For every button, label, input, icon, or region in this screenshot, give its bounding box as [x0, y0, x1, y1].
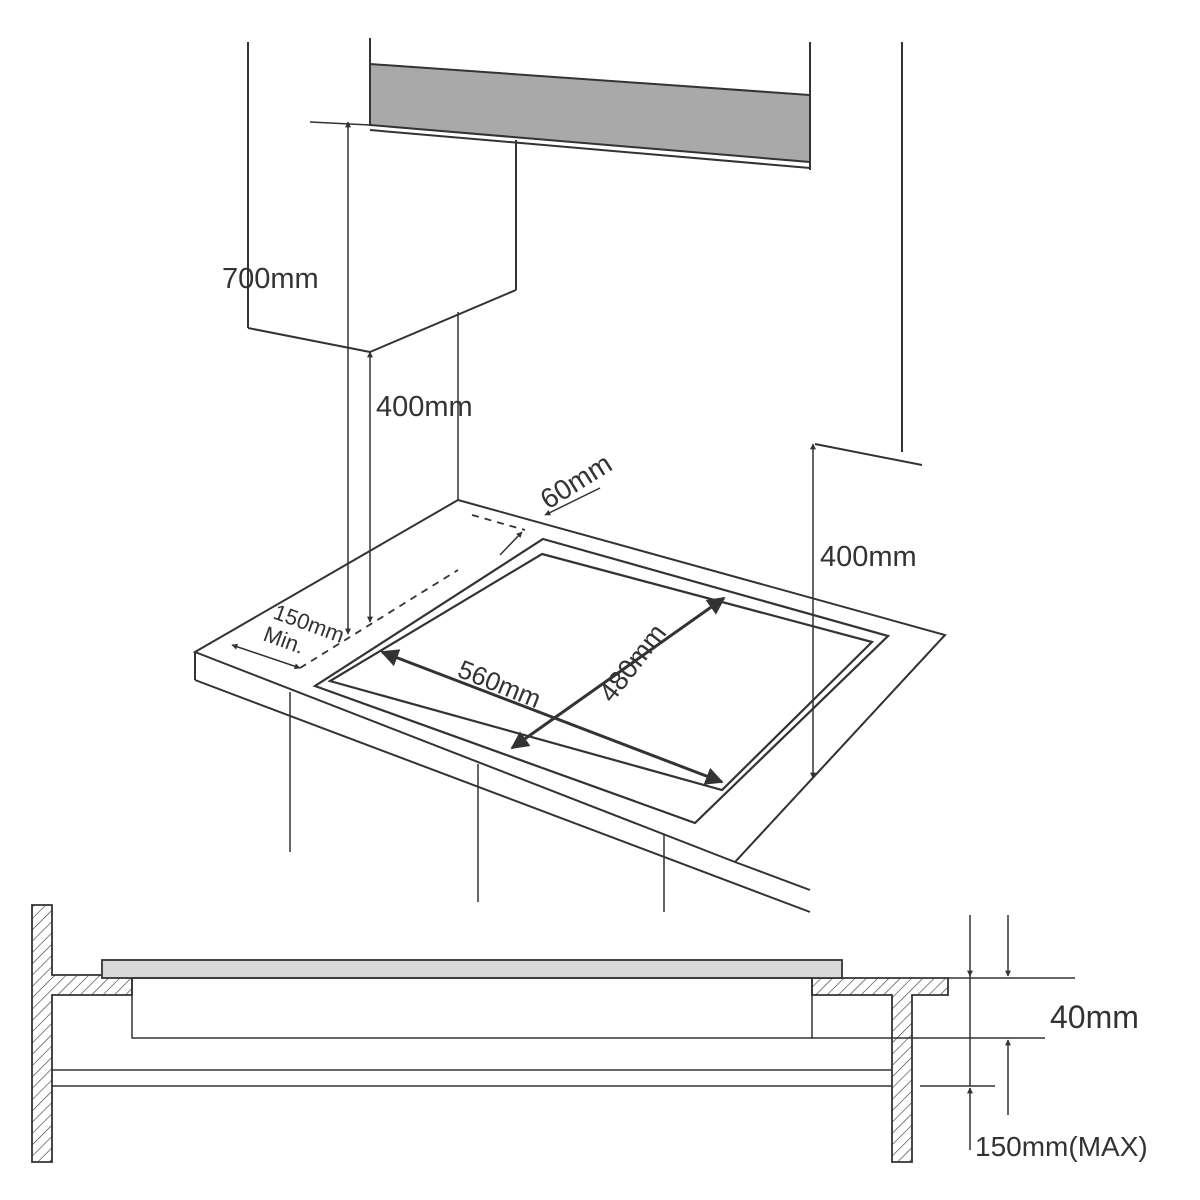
- below-clearance-label: 150mm(MAX): [975, 1131, 1148, 1162]
- hob-top-plate: [101, 959, 843, 979]
- range-hood: [369, 38, 811, 170]
- countertop-thickness-label: 40mm: [1050, 999, 1139, 1035]
- back-clearance-label: 60mm: [535, 448, 617, 516]
- hood-height-dimension: 700mm: [222, 121, 351, 635]
- hood-to-counter-left-label: 400mm: [376, 391, 473, 423]
- side-clearance-dimension: 150mm Min.: [231, 599, 348, 670]
- cutout-width-dimension: 560mm: [380, 649, 724, 785]
- cross-section: 40mm 150mm(MAX): [31, 904, 1148, 1163]
- left-cabinet-wall: [31, 904, 133, 1163]
- cutout-depth-dimension: 480mm: [510, 596, 726, 750]
- left-wall-cabinet: [247, 42, 517, 500]
- countertop: [192, 498, 947, 913]
- right-cabinet-wall: [811, 977, 949, 1163]
- hob-cutout: [312, 537, 891, 825]
- right-side-wall: [814, 42, 923, 466]
- cutout-width-label: 560mm: [454, 654, 546, 714]
- hob-body: [131, 977, 813, 1039]
- side-wall-to-counter-label: 400mm: [820, 541, 917, 573]
- hood-height-label: 700mm: [222, 263, 319, 295]
- hood-to-counter-dimension-left: 400mm: [367, 351, 473, 623]
- wall-to-counter-dimension-right: 400mm: [810, 443, 917, 779]
- cutout-depth-label: 480mm: [593, 618, 672, 707]
